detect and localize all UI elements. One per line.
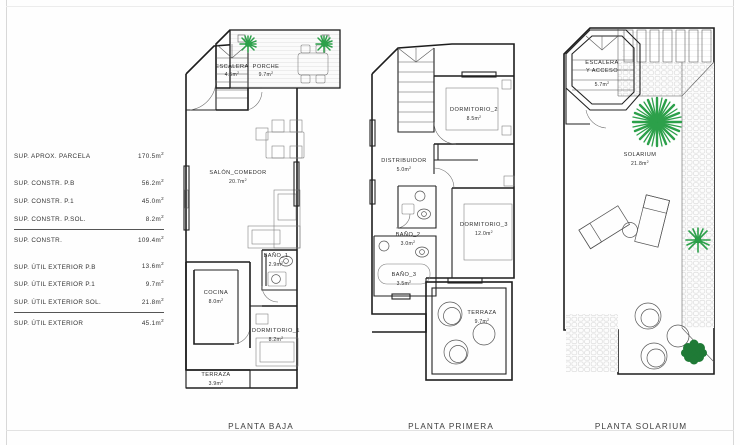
room-label-dormitorio-2: DORMITORIO_2 [450, 107, 498, 113]
legend-value: 170.5m2 [137, 151, 164, 161]
sheet-border-right [733, 0, 734, 445]
room-label-solarium: SOLARIUM [624, 152, 657, 158]
legend-label: SUP. CONSTR. P.1 [14, 197, 74, 205]
legend-label: SUP. ÚTIL EXTERIOR P.B [14, 263, 96, 271]
legend-value: 56.2m2 [141, 177, 164, 187]
legend-value: 13.6m2 [141, 261, 164, 271]
room-area-solarium: 21.8m2 [631, 160, 649, 167]
legend-row: SUP. ÚTIL EXTERIOR 45.1m2 [14, 318, 164, 328]
legend-value: 9.7m2 [145, 279, 164, 289]
room-label-bano-1: BAÑO_1 [264, 252, 289, 259]
legend-value: 45.1m2 [141, 318, 164, 328]
room-label-terraza: TERRAZA [201, 372, 230, 378]
legend-rule [14, 312, 164, 314]
plan-title-planta-primera: PLANTA PRIMERA [408, 422, 494, 431]
room-label-bano-3: BAÑO_3 [392, 271, 417, 278]
room-area-cocina: 8.0m2 [209, 298, 224, 305]
room-area-escalera: 4.5m2 [225, 71, 240, 78]
legend-label: SUP. CONSTR. P.B [14, 179, 75, 187]
sheet-border-top [6, 6, 734, 7]
room-label-dormitorio-1: DORMITORIO_1 [252, 328, 300, 334]
sheet-border-left [6, 0, 7, 445]
legend-label: SUP. ÚTIL EXTERIOR SOL. [14, 299, 102, 307]
legend-spacer [14, 253, 164, 262]
room-label-dormitorio-3: DORMITORIO_3 [460, 222, 508, 228]
room-area-dormitorio-2: 8.5m2 [467, 115, 482, 122]
room-area-porche: 9.7m2 [259, 71, 274, 78]
legend-rule [14, 228, 164, 230]
room-area-bano-1: 2.9m2 [269, 261, 284, 268]
room-area-terraza: 3.9m2 [209, 380, 224, 387]
room-label-cocina: COCINA [204, 290, 228, 296]
room-label-escalera: ESCALERA [215, 64, 248, 70]
room-area-bano-2: 3.0m2 [401, 240, 416, 247]
legend-row: SUP. CONSTR. P.B 56.2m2 [14, 177, 164, 187]
legend-label: SUP. CONSTR. [14, 236, 63, 244]
floor-plan-planta-baja: ESCALERA 4.5m2 PORCHE 9.7m2 SALÓN_COMEDO… [172, 14, 350, 392]
room-area-salon-comedor: 20.7m2 [229, 178, 247, 185]
legend-row: SUP. ÚTIL EXTERIOR P.B 13.6m2 [14, 261, 164, 271]
room-label-bano-2: BAÑO_2 [396, 231, 421, 238]
room-area-dormitorio-1: 8.2m2 [269, 336, 284, 343]
sheet-border-bottom [6, 430, 734, 431]
legend-value: 8.2m2 [145, 213, 164, 223]
legend-spacer [14, 170, 164, 179]
room-label-terraza-p1: TERRAZA [467, 310, 496, 316]
legend-row: SUP. CONSTR. P.SOL. 8.2m2 [14, 213, 164, 223]
legend-row: SUP. ÚTIL EXTERIOR SOL. 21.8m2 [14, 297, 164, 307]
legend-row: SUP. CONSTR. 109.4m2 [14, 234, 164, 244]
room-label-distribuidor: DISTRIBUIDOR [381, 158, 427, 164]
legend-label: SUP. APROX. PARCELA [14, 153, 91, 161]
room-area-bano-3: 3.5m2 [397, 280, 412, 287]
legend-label: SUP. ÚTIL EXTERIOR [14, 320, 84, 328]
room-area-distribuidor: 5.0m2 [397, 166, 412, 173]
plan-title-planta-solarium: PLANTA SOLARIUM [594, 422, 688, 431]
plan-title-planta-baja: PLANTA BAJA [228, 422, 294, 431]
room-label-escalera-acceso-2: Y ACCESO [586, 68, 618, 74]
legend-label: SUP. CONSTR. P.SOL. [14, 215, 86, 223]
palm-icon [631, 96, 683, 148]
room-area-escalera-acceso: 5.7m2 [595, 81, 610, 88]
legend-row: SUP. CONSTR. P.1 45.0m2 [14, 195, 164, 205]
legend-label: SUP. ÚTIL EXTERIOR P.1 [14, 281, 96, 289]
room-label-porche: PORCHE [253, 64, 280, 70]
floor-plan-planta-primera: DORMITORIO_2 8.5m2 DISTRIBUIDOR 5.0m2 DO… [362, 14, 538, 392]
legend-value: 21.8m2 [141, 297, 164, 307]
legend-row: SUP. APROX. PARCELA 170.5m2 [14, 151, 164, 161]
room-label-salon-comedor: SALÓN_COMEDOR [209, 169, 266, 176]
room-area-dormitorio-3: 12.0m2 [475, 230, 493, 237]
shrub-icon [681, 339, 707, 365]
legend-value: 109.4m2 [137, 234, 164, 244]
legend-value: 45.0m2 [141, 195, 164, 205]
room-label-escalera-acceso-1: ESCALERA [585, 60, 618, 66]
floor-plan-planta-solarium: ESCALERA Y ACCESO 5.7m2 SOLARIUM 21.8m2 [552, 14, 732, 392]
room-area-terraza-p1: 9.7m2 [475, 318, 490, 325]
legend-row: SUP. ÚTIL EXTERIOR P.1 9.7m2 [14, 279, 164, 289]
